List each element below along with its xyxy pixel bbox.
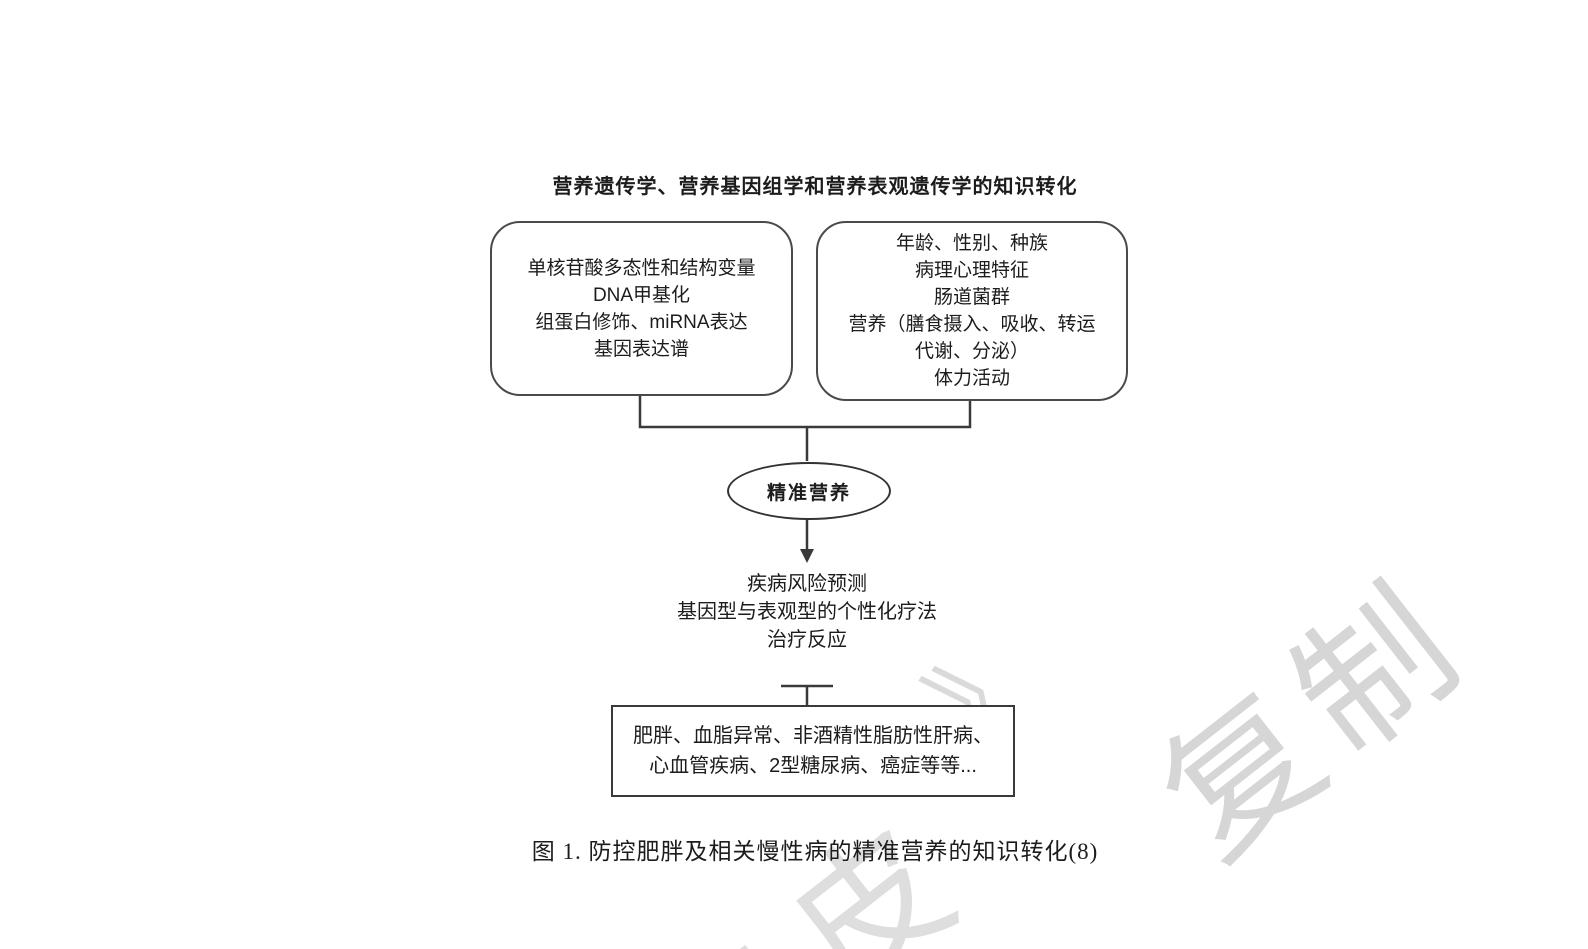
precision-nutrition-label: 精准营养: [766, 482, 851, 504]
genomic-factors-box: 单核苷酸多态性和结构变量 DNA甲基化 组蛋白修饰、miRNA表达 基因表达谱: [490, 221, 793, 396]
genomic-factors-line: DNA甲基化: [592, 284, 691, 306]
phenotypic-factors-line: 年龄、性别、种族: [895, 233, 1048, 254]
outcome-text-block: 疾病风险预测 基因型与表观型的个性化疗法 治疗反应: [487, 570, 1127, 654]
disease-list-line: 心血管疾病、2型糖尿病、癌症等等...: [649, 755, 977, 777]
outcome-line: 疾病风险预测: [747, 573, 867, 595]
diagram-title: 营养遗传学、营养基因组学和营养表观遗传学的知识转化: [552, 176, 1078, 198]
figure-caption: 图 1. 防控肥胖及相关慢性病的精准营养的知识转化(8): [531, 839, 1099, 864]
phenotypic-factors-box: 年龄、性别、种族 病理心理特征 肠道菌群 营养（膳食摄入、吸收、转运 代谢、分泌…: [816, 221, 1128, 401]
phenotypic-factors-line: 体力活动: [933, 368, 1010, 389]
outcome-line: 基因型与表观型的个性化疗法: [677, 601, 937, 623]
phenotypic-factors-line: 代谢、分泌）: [914, 341, 1029, 362]
genomic-factors-line: 单核苷酸多态性和结构变量: [527, 257, 756, 279]
disease-list-line: 肥胖、血脂异常、非酒精性脂肪性肝病、: [633, 725, 993, 747]
phenotypic-factors-line: 病理心理特征: [914, 260, 1029, 281]
phenotypic-factors-line: 营养（膳食摄入、吸收、转运: [848, 314, 1096, 335]
phenotypic-factors-line: 肠道菌群: [933, 287, 1010, 308]
precision-nutrition-ellipse: 精准营养: [727, 462, 891, 520]
outcome-line: 治疗反应: [767, 629, 847, 651]
disease-list-box: 肥胖、血脂异常、非酒精性脂肪性肝病、 心血管疾病、2型糖尿病、癌症等等...: [611, 705, 1015, 797]
genomic-factors-line: 基因表达谱: [593, 338, 689, 360]
genomic-factors-line: 组蛋白修饰、miRNA表达: [535, 311, 748, 333]
